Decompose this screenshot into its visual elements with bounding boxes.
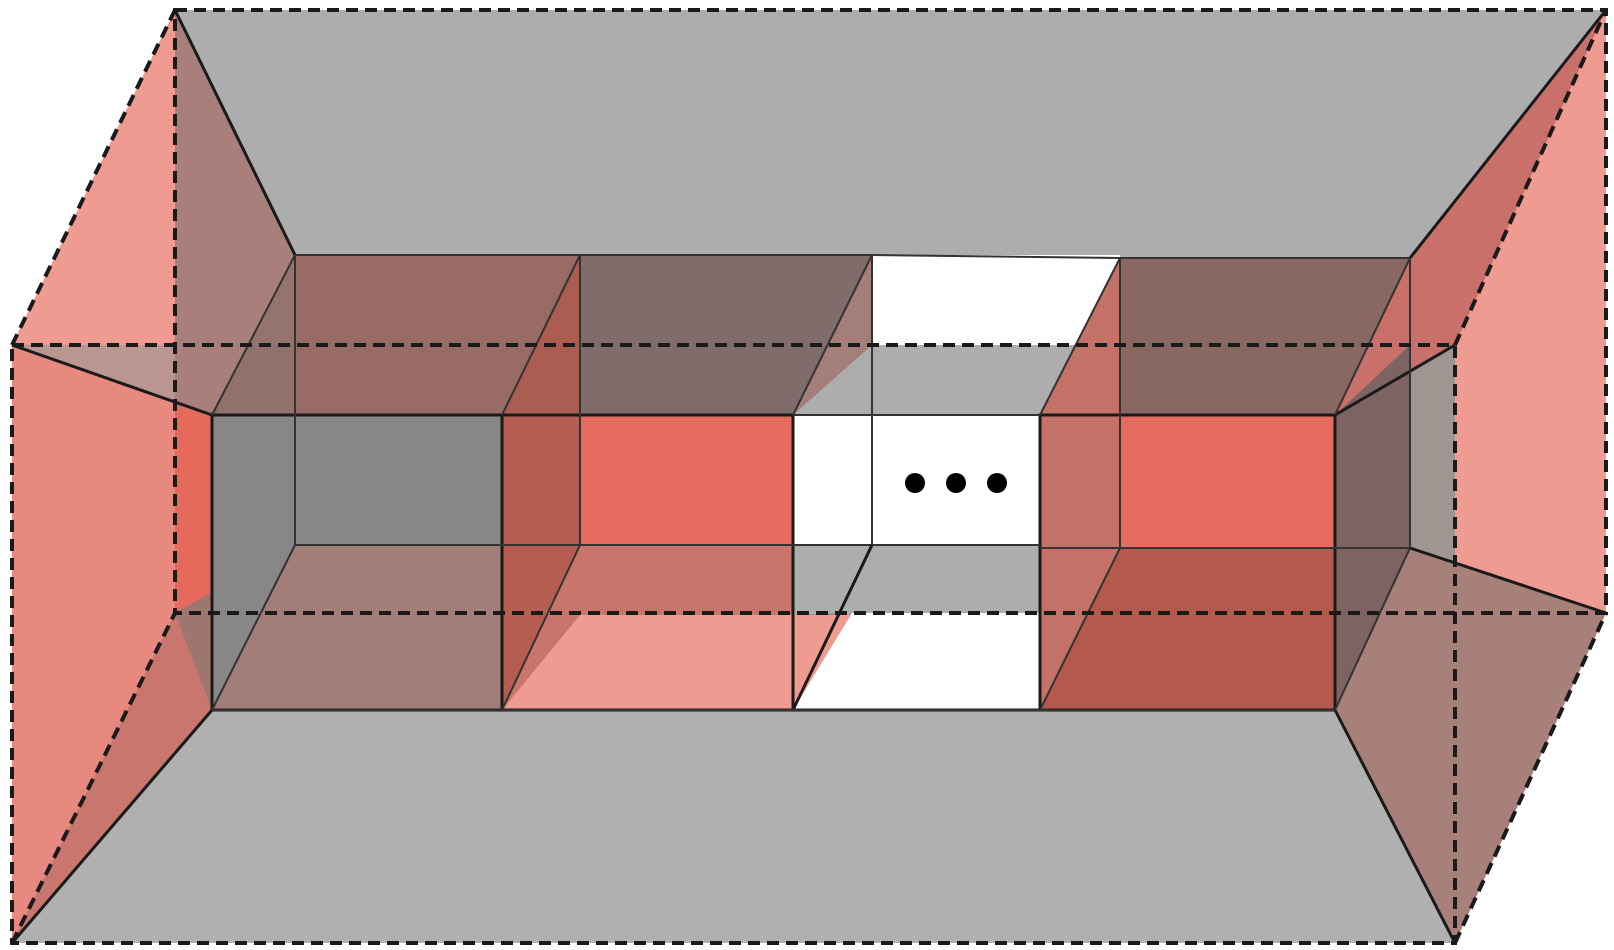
cell-1-bottom xyxy=(212,545,580,710)
cell-ellipsis-gap xyxy=(793,345,1075,710)
edge-diag-3 xyxy=(792,254,873,416)
cell-last-left-wall xyxy=(1040,258,1120,710)
upper-right-wing xyxy=(1335,10,1606,415)
ellipsis xyxy=(905,473,1007,493)
edge-left-wing-top xyxy=(173,9,297,256)
edge-diag-7 xyxy=(501,544,581,711)
edge-diag-10 xyxy=(1334,547,1411,711)
dashed-bottom-right xyxy=(1453,612,1608,944)
wings xyxy=(12,10,1606,943)
cell-last-top xyxy=(1040,258,1410,415)
dashed-top-right xyxy=(1453,9,1608,346)
edge-diag-5 xyxy=(1334,257,1411,416)
edge-diag-2 xyxy=(501,254,581,416)
ellipsis-dot-1 xyxy=(905,473,925,493)
cell-last xyxy=(1040,258,1410,710)
dashed-back-rect xyxy=(173,8,1608,615)
lower-left-wing xyxy=(12,613,212,943)
edge-right-back-bottom xyxy=(1409,546,1607,615)
ellipsis-dot-3 xyxy=(987,473,1007,493)
gap-floor xyxy=(793,613,1040,710)
front-frame-left xyxy=(12,345,212,943)
cell-last-bottom xyxy=(1040,548,1410,710)
edge-diag-4 xyxy=(1039,257,1121,416)
upper-left-wing xyxy=(175,10,295,415)
edge-right-front-top xyxy=(1334,343,1456,417)
front-frame-bottom xyxy=(12,710,1455,943)
dashed-edges xyxy=(10,8,1608,945)
edge-diag-9 xyxy=(1039,547,1121,711)
solid-edges xyxy=(10,9,1608,944)
edge-diag-1 xyxy=(211,254,296,416)
cell-1 xyxy=(212,255,580,710)
lower-right-wing xyxy=(1335,548,1606,943)
cell-1-top xyxy=(212,255,580,415)
edge-back-top-gap xyxy=(871,254,1121,259)
cell-2-floor xyxy=(502,615,852,710)
dashed-bottom-left xyxy=(10,612,177,944)
front-cells xyxy=(212,255,1410,710)
edge-left-front-bottom xyxy=(10,709,214,944)
gap-mid xyxy=(793,545,1040,615)
cell-2-left-wall xyxy=(502,255,580,710)
dashed-top-left xyxy=(10,9,177,346)
edge-left-front-top xyxy=(11,343,213,417)
ellipsis-dot-2 xyxy=(946,473,966,493)
dashed-front-rect xyxy=(10,343,1457,945)
edge-right-wing-top xyxy=(1408,9,1608,259)
gap-top xyxy=(793,345,1075,415)
cell-last-right-wall xyxy=(1335,345,1410,710)
edge-diag-8 xyxy=(791,544,874,711)
cell-2-top xyxy=(502,255,872,415)
edge-right-bottom xyxy=(1333,709,1457,944)
edge-diag-6 xyxy=(211,544,296,711)
